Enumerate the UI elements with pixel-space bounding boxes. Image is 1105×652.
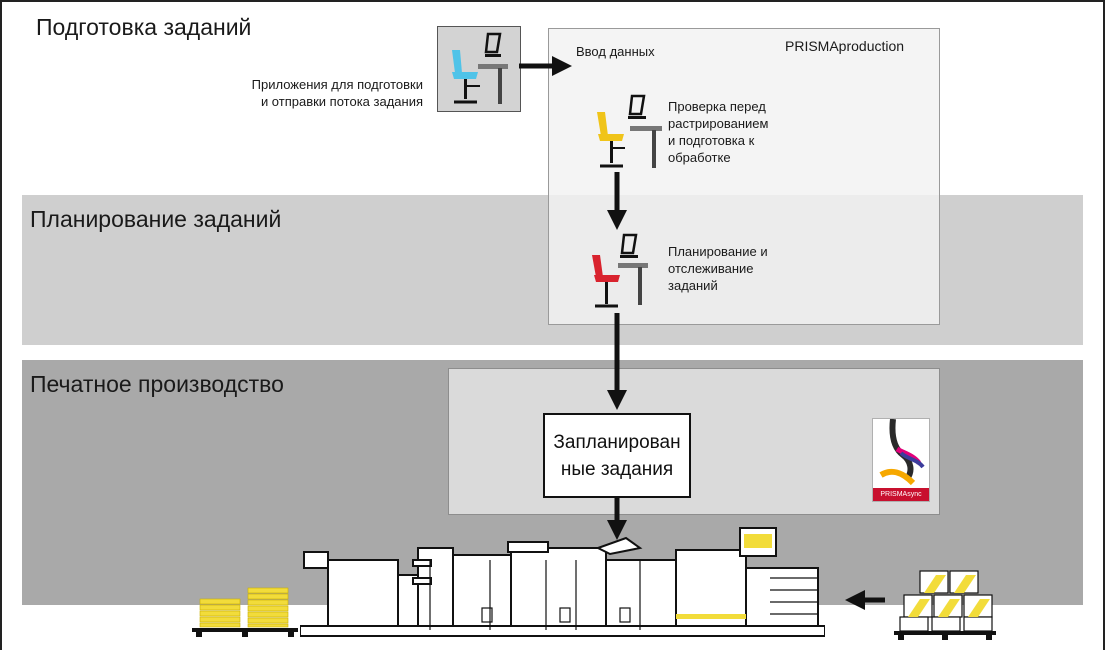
workstation-blue-chair-icon (452, 32, 508, 104)
prisma-sync-box (448, 368, 940, 515)
scheduling-label: Планирование и отслеживание заданий (668, 244, 768, 293)
paper-stack-yellow-icon (192, 587, 298, 637)
workstation-red-chair-icon (592, 233, 648, 308)
scheduled-jobs-box: Запланирован ные задания (543, 413, 691, 498)
prep-apps-label: Приложения для подготовки и отправки пот… (251, 77, 423, 109)
prisma-production-title: PRISMAproduction (785, 38, 905, 54)
paper-boxes-icon (894, 570, 996, 640)
prismasync-logo-icon: PRISMAsync (872, 418, 930, 502)
section-title-print: Печатное производство (30, 371, 284, 397)
section-title-planning: Планирование заданий (30, 206, 282, 232)
section-title-prep: Подготовка заданий (36, 14, 252, 40)
data-input-label: Ввод данных (576, 44, 655, 59)
production-printer-icon (300, 527, 825, 637)
workstation-yellow-chair-icon (597, 94, 662, 168)
preflight-label: Проверка перед растрированием и подготов… (668, 99, 769, 165)
